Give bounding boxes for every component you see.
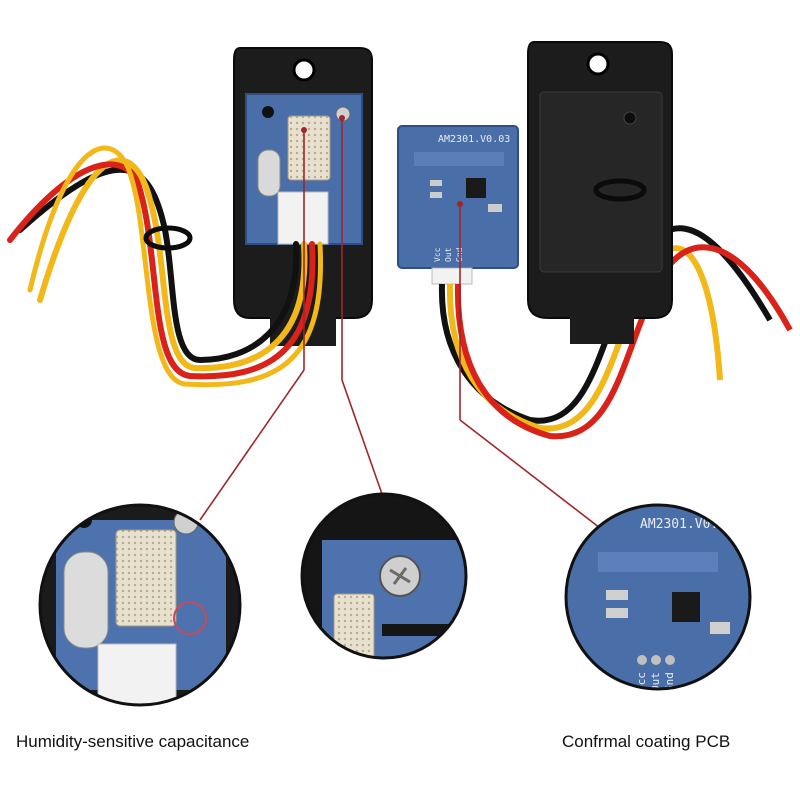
svg-text:Out: Out: [444, 247, 453, 262]
zoom-pcb: AM2301.V0. Vcc Out Gnd: [564, 503, 752, 692]
left-sensor-housing: [233, 47, 373, 346]
right-open-housing: [527, 41, 673, 344]
left-wire-bundle: [7, 145, 324, 388]
board-marking: AM2301.V0.03: [438, 134, 510, 145]
caption-humidity-capacitance: Humidity-sensitive capacitance: [16, 732, 250, 751]
zoom-pin-labels: Vcc Out Gnd: [635, 672, 676, 692]
svg-text:Vcc: Vcc: [433, 247, 442, 262]
zoom-board-marking: AM2301.V0.: [640, 517, 718, 532]
svg-text:Vcc: Vcc: [635, 672, 648, 692]
cable-tie: [143, 225, 193, 251]
humidity-sensor-element: [287, 115, 331, 181]
zoom-humidity-sensor: [38, 503, 242, 707]
caption-conformal-coating-pcb: Confrmal coating PCB: [562, 732, 731, 751]
center-wire-bundle: [438, 225, 793, 440]
zoom-screw: [300, 492, 468, 660]
leader-lines: [199, 118, 601, 529]
center-pcb-module: AM2301.V0.03 Vcc Out Gnd: [397, 125, 519, 285]
svg-text:Out: Out: [649, 672, 662, 692]
svg-text:Gnd: Gnd: [663, 672, 676, 692]
